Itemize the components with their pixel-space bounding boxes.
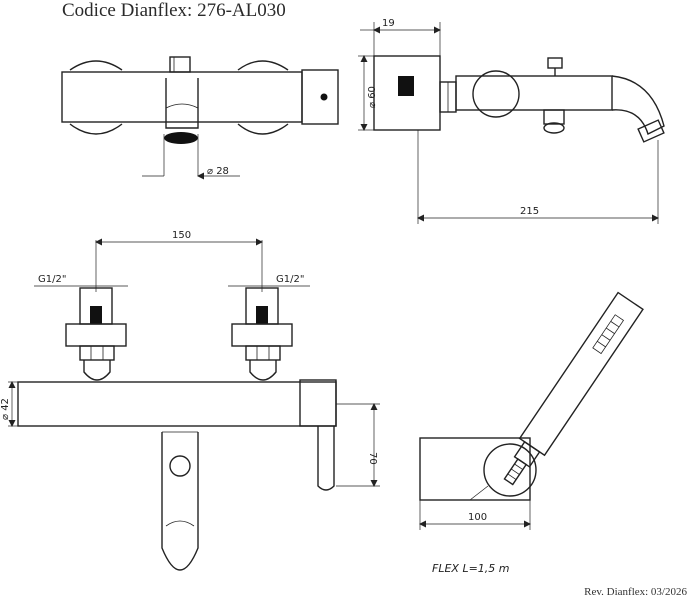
product-code-title: Codice Dianflex: 276-AL030 [62, 0, 286, 21]
lever-height-label: 70 [367, 452, 378, 465]
center-distance-label: 150 [172, 230, 191, 241]
hand-shower-view: 100 FLEX L=1,5 m [419, 291, 644, 575]
outlet-diameter-label: ⌀ 28 [207, 166, 229, 177]
connection-left-label: G1/2" [38, 274, 66, 285]
holder-width-label: 100 [468, 512, 487, 523]
bar-diameter-label: ⌀ 42 [0, 398, 11, 420]
body-diameter-label: ⌀ 60 [367, 86, 378, 108]
wall-offset-label: 19 [382, 18, 395, 29]
total-depth-label: 215 [520, 206, 539, 217]
connection-right-label: G1/2" [276, 274, 304, 285]
side-view: 19 ⌀ 60 215 [358, 18, 665, 224]
front-view-small: ⌀ 28 [61, 56, 339, 180]
front-view-large: 150 G1/2" G1/2" [0, 230, 380, 571]
revision-note: Rev. Dianflex: 03/2026 [584, 586, 687, 598]
flex-length-note: FLEX L=1,5 m [432, 562, 510, 575]
